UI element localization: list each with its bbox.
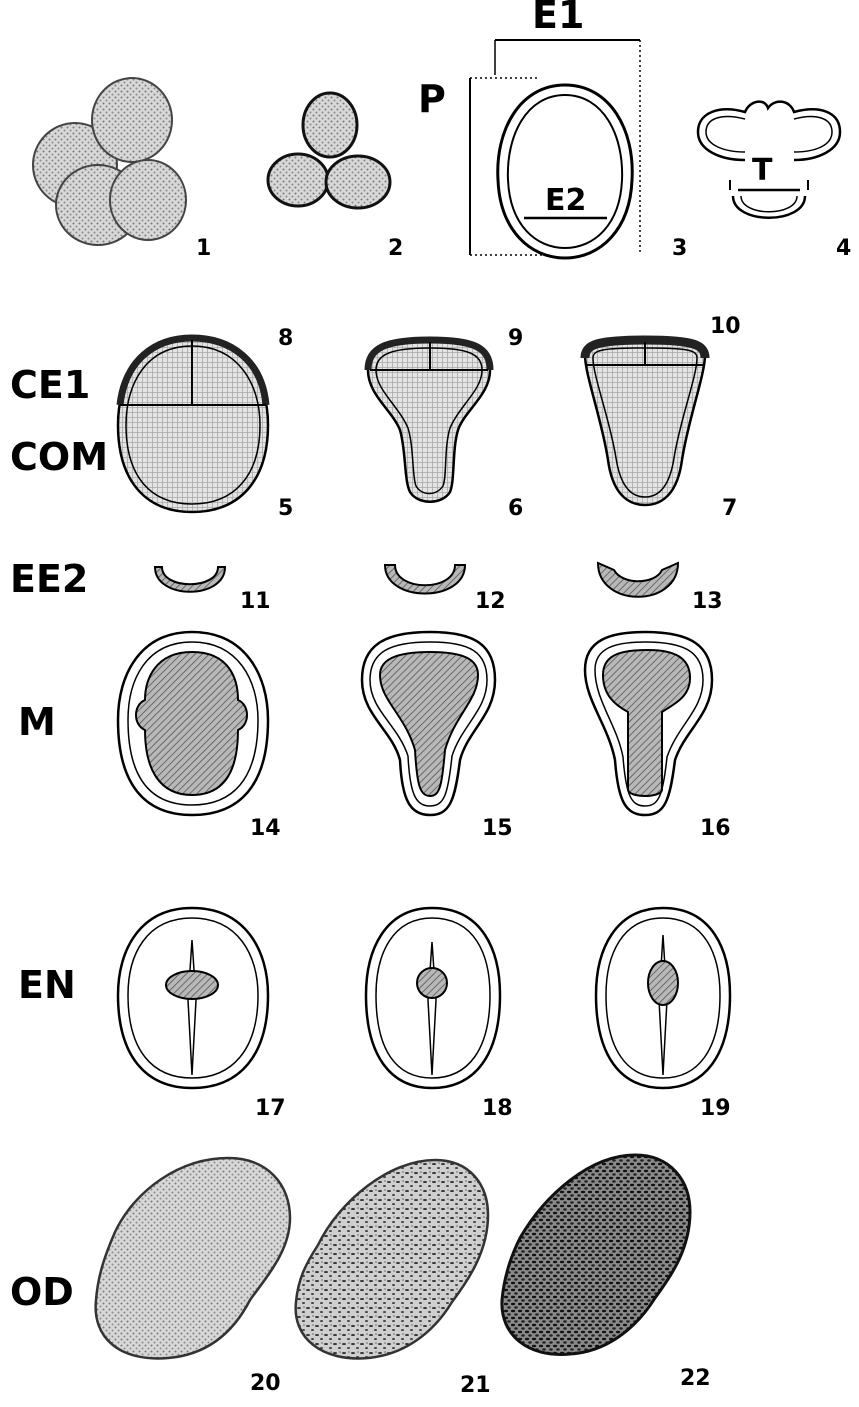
- figure-20-outer-surface: [96, 1158, 290, 1358]
- figure-number-8: 8: [278, 326, 293, 351]
- figure-1-tetrad: [33, 78, 186, 245]
- label-com: COM: [10, 435, 108, 479]
- figure-number-18: 18: [482, 1096, 513, 1121]
- figure-3-grain-axes: [470, 40, 640, 258]
- figure-2-triad: [268, 93, 390, 208]
- label-en: EN: [18, 963, 76, 1007]
- figure-number-3: 3: [672, 236, 687, 261]
- figure-5-8-grain: [118, 338, 268, 512]
- figure-number-21: 21: [460, 1373, 491, 1398]
- figure-22-outer-surface: [502, 1155, 690, 1354]
- figure-12-endexine: [385, 565, 465, 594]
- figure-number-14: 14: [250, 816, 281, 841]
- label-ce1: CE1: [10, 363, 90, 407]
- label-ee2: EE2: [10, 557, 88, 601]
- figure-number-16: 16: [700, 816, 731, 841]
- figure-number-11: 11: [240, 589, 271, 614]
- figure-11-endexine: [155, 567, 225, 592]
- figure-number-9: 9: [508, 326, 523, 351]
- figure-number-13: 13: [692, 589, 723, 614]
- figure-number-12: 12: [475, 589, 506, 614]
- figure-number-2: 2: [388, 236, 403, 261]
- figure-number-7: 7: [722, 496, 737, 521]
- figure-16-grain: [585, 632, 712, 815]
- figure-number-15: 15: [482, 816, 513, 841]
- figure-17-grain: [118, 908, 268, 1088]
- figure-14-grain: [118, 632, 268, 815]
- figure-number-19: 19: [700, 1096, 731, 1121]
- figure-number-22: 22: [680, 1366, 711, 1391]
- figure-15-grain: [362, 632, 495, 815]
- figure-number-1: 1: [196, 236, 211, 261]
- figure-7-10-grain: [585, 340, 705, 505]
- figure-13-endexine: [598, 563, 678, 597]
- figure-number-6: 6: [508, 496, 523, 521]
- label-t: T: [752, 153, 773, 188]
- label-e1: E1: [532, 0, 584, 37]
- figure-19-grain: [596, 908, 730, 1088]
- figure-number-20: 20: [250, 1371, 281, 1396]
- figure-number-5: 5: [278, 496, 293, 521]
- label-od: OD: [10, 1270, 74, 1314]
- figure-6-9-grain: [368, 340, 490, 502]
- figure-21-outer-surface: [296, 1160, 488, 1358]
- figure-number-4: 4: [836, 236, 851, 261]
- label-e2: E2: [545, 183, 586, 218]
- figure-number-10: 10: [710, 314, 741, 339]
- label-p: P: [418, 77, 446, 121]
- figure-number-17: 17: [255, 1096, 286, 1121]
- figure-18-grain: [366, 908, 500, 1088]
- label-m: M: [18, 700, 56, 744]
